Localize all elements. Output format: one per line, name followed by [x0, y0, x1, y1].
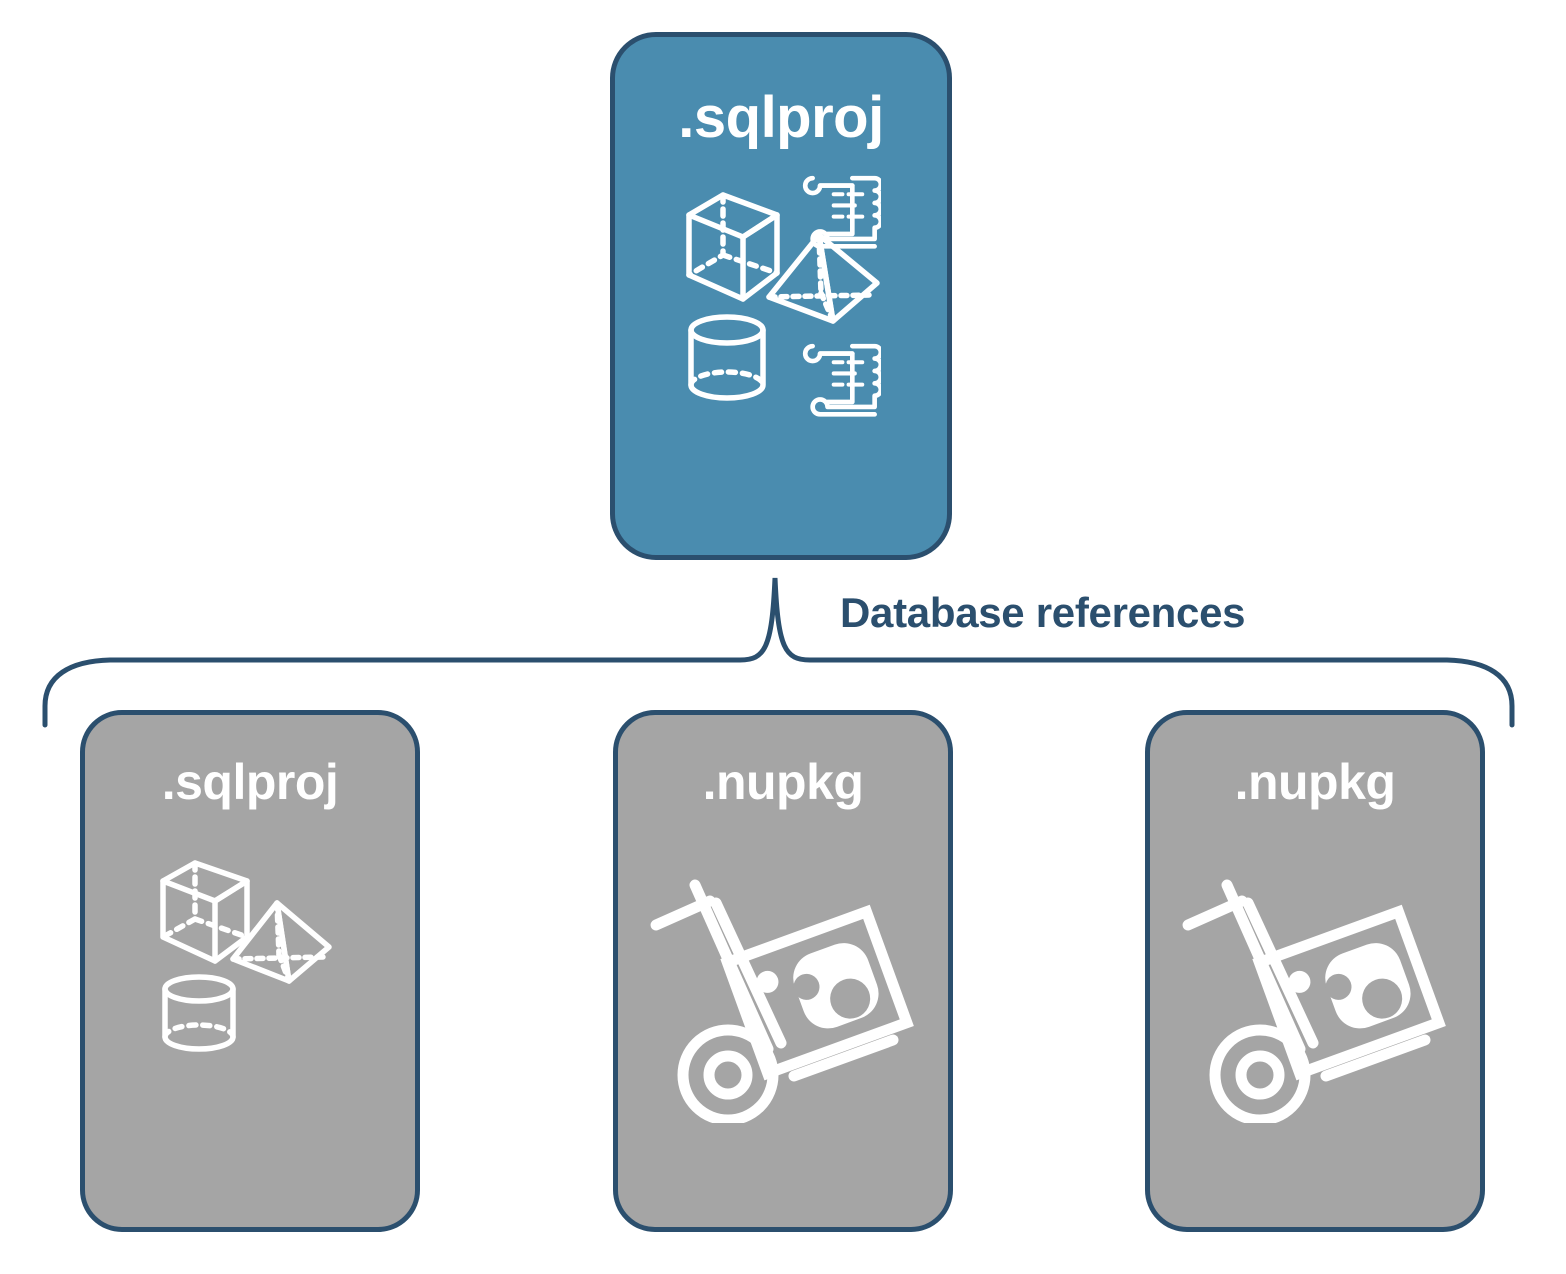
pyramid-glyph: [230, 900, 332, 984]
cube-glyph: [160, 860, 250, 964]
scroll-glyph-1: [802, 175, 884, 249]
node-card-reference-sqlproj[interactable]: .sqlproj: [80, 710, 420, 1232]
node-card-reference-nupkg-2[interactable]: .nupkg: [1145, 710, 1485, 1232]
node-label-reference-nupkg-2: .nupkg: [1234, 754, 1396, 810]
package-box-glyph: [720, 904, 914, 1081]
package-box-glyph: [1252, 904, 1446, 1081]
node-label-reference-nupkg-1: .nupkg: [702, 754, 864, 810]
database-shapes-and-scripts-icon: [681, 163, 884, 423]
connector-label-database-references: Database references: [840, 589, 1246, 636]
database-shapes-icon: [155, 855, 345, 1055]
cylinder-glyph: [688, 314, 766, 401]
nuget-package-handtruck-icon: [1180, 863, 1450, 1126]
nuget-package-handtruck-icon: [648, 863, 918, 1126]
node-card-root-sqlproj[interactable]: .sqlproj: [610, 32, 952, 560]
cube-glyph: [686, 192, 780, 302]
cylinder-glyph: [162, 974, 236, 1052]
node-card-reference-nupkg-1[interactable]: .nupkg: [613, 710, 953, 1232]
node-label-reference-sqlproj: .sqlproj: [161, 754, 339, 810]
node-label-root-sqlproj: .sqlproj: [678, 85, 884, 150]
scroll-glyph-2: [802, 343, 884, 417]
